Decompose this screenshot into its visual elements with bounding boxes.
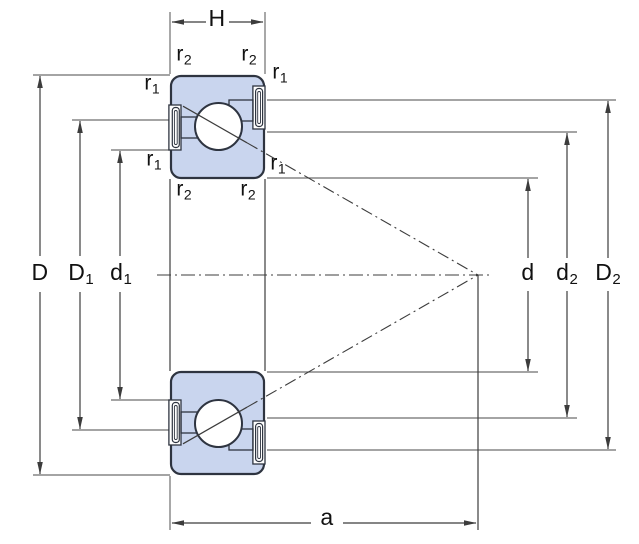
- dim-label-D: D: [31, 259, 49, 285]
- face-lines: [169, 179, 479, 530]
- dim-label-r2-top-left: r2: [176, 42, 192, 68]
- dim-label-D1: D1: [68, 259, 94, 288]
- bottom-bearing-section: [167, 273, 480, 476]
- dim-label-r2-top-right: r2: [241, 42, 257, 68]
- dim-label-r1-top-right: r1: [272, 60, 288, 86]
- dimension-lines: [37, 19, 611, 526]
- dim-label-r1-bottom-left: r1: [146, 147, 162, 173]
- dim-label-H: H: [208, 5, 226, 31]
- extension-lines: [33, 12, 616, 530]
- dim-label-r2-bottom-left: r2: [176, 177, 192, 203]
- top-bearing-section: [167, 74, 480, 277]
- dim-label-d: d: [521, 259, 535, 285]
- dim-label-a: a: [320, 504, 334, 530]
- dim-label-r1-top-left: r1: [144, 71, 160, 97]
- dim-label-r1-bottom-right: r1: [270, 151, 286, 177]
- dim-label-r2-bottom-right: r2: [240, 177, 256, 203]
- dim-label-D2: D2: [595, 259, 621, 288]
- dim-label-d2: d2: [556, 259, 578, 288]
- dim-label-d1: d1: [110, 259, 132, 288]
